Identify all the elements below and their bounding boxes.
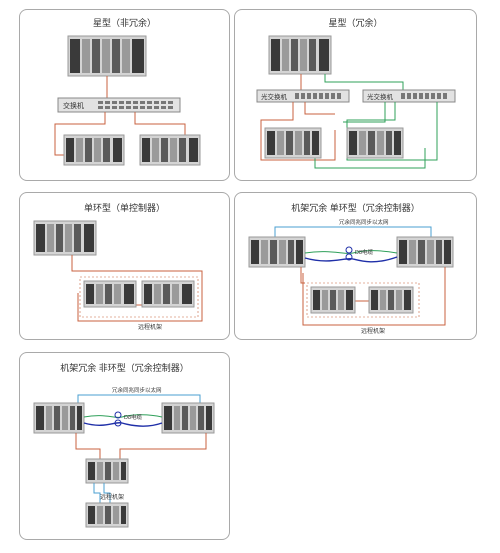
switch-label: 光交换机 bbox=[367, 92, 394, 101]
io-rack bbox=[368, 286, 414, 314]
remote-rack-label: 远程机架 bbox=[138, 323, 162, 331]
io-rack bbox=[264, 127, 322, 159]
ethernet-label: 冗余同兆同步以太网 bbox=[339, 218, 389, 226]
remote-rack-label: 远程机架 bbox=[100, 493, 124, 501]
switch: 交换机 bbox=[57, 97, 181, 113]
plc-rack-b bbox=[161, 402, 215, 434]
optical-switch-left: 光交换机 bbox=[256, 89, 350, 103]
panel-title: 机架冗余 非环型（冗余控制器） bbox=[60, 363, 189, 373]
panel-single-ring: 单环型（单控制器） 远程机架 bbox=[19, 192, 230, 340]
panel-title: 机架冗余 单环型（冗余控制器） bbox=[291, 203, 420, 213]
cable-coil-icon bbox=[345, 253, 353, 261]
remote-rack-area bbox=[306, 282, 420, 318]
io-rack bbox=[63, 134, 125, 166]
io-rack bbox=[83, 280, 137, 308]
rack-redundant-nonring-diagram: 冗余同兆同步以太网 D8电缆 远程机架 bbox=[33, 386, 215, 528]
remote-rack-label: 远程机架 bbox=[361, 327, 385, 335]
plc-rack bbox=[268, 35, 332, 75]
star-diagram: 交换机 bbox=[54, 35, 201, 166]
ethernet-label: 冗余同兆同步以太网 bbox=[112, 386, 162, 394]
plc-rack-a bbox=[248, 236, 306, 268]
panel-rack-redundant-nonring: 机架冗余 非环型（冗余控制器） 冗余同兆同步以太网 D8电缆 远程机架 bbox=[19, 352, 230, 540]
panel-rack-redundant-ring: 机架冗余 单环型（冗余控制器） 冗余同兆同步以太网 D8电缆 远程机架 bbox=[234, 192, 477, 340]
remote-rack-area bbox=[79, 276, 199, 318]
switch-label: 光交换机 bbox=[261, 92, 288, 101]
panel-title: 星型（冗余） bbox=[328, 18, 383, 28]
switch-label: 交换机 bbox=[63, 101, 84, 110]
optical-switch-right: 光交换机 bbox=[362, 89, 456, 103]
plc-rack-b bbox=[396, 236, 454, 268]
plc-rack bbox=[33, 220, 97, 256]
io-rack bbox=[85, 502, 129, 528]
panel-title: 星型（非冗余） bbox=[92, 18, 156, 28]
plc-rack bbox=[67, 35, 147, 77]
single-ring-diagram: 远程机架 bbox=[33, 220, 203, 331]
plc-rack-a bbox=[33, 402, 85, 434]
panel-title: 单环型（单控制器） bbox=[83, 203, 165, 213]
cable-label: D8电缆 bbox=[124, 413, 143, 421]
cable-label: D8电缆 bbox=[355, 248, 374, 256]
io-rack bbox=[346, 127, 404, 159]
io-rack bbox=[139, 134, 201, 166]
panel-star: 星型（非冗余） 交换机 bbox=[19, 9, 230, 181]
panel-star-redundant: 星型（冗余） 光交换机 光交换机 bbox=[234, 9, 477, 181]
cable-coil-icon bbox=[114, 411, 122, 419]
cable-coil-icon bbox=[345, 246, 353, 254]
io-rack bbox=[85, 458, 129, 484]
cable-coil-icon bbox=[114, 419, 122, 427]
io-rack bbox=[141, 280, 195, 308]
star-redundant-diagram: 光交换机 光交换机 bbox=[256, 35, 456, 169]
io-rack bbox=[310, 286, 356, 314]
rack-redundant-ring-diagram: 冗余同兆同步以太网 D8电缆 远程机架 bbox=[248, 218, 454, 335]
